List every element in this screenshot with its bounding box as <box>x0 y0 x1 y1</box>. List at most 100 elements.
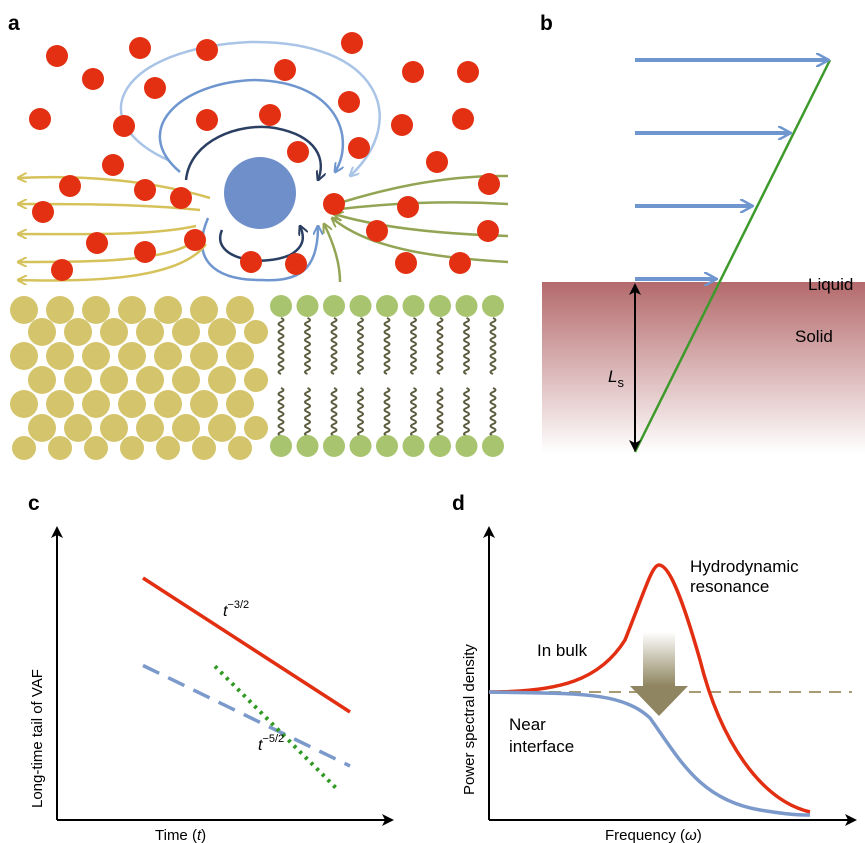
liquid-label: Liquid <box>808 275 853 294</box>
wall-particle <box>228 436 252 460</box>
wall-particle <box>10 342 38 370</box>
liquid-particle <box>29 108 51 130</box>
lipid-tail <box>489 387 497 437</box>
liquid-particle <box>397 196 419 218</box>
lipid-tail <box>304 387 311 437</box>
liquid-particle <box>51 259 73 281</box>
lipid-tail <box>304 317 311 375</box>
d-bulk-curve <box>488 563 811 814</box>
liquid-particle <box>452 108 474 130</box>
wall-particle <box>120 436 144 460</box>
liquid-particle <box>134 241 156 263</box>
flow-arrow-olive-4 <box>332 218 509 264</box>
panel-a: a <box>8 12 509 460</box>
shear-profile-line <box>633 59 832 453</box>
solid-wall-crystal <box>10 296 268 460</box>
c-plot-lines <box>142 576 351 792</box>
wall-particle <box>226 296 254 324</box>
wall-particle <box>136 366 164 394</box>
liquid-particles <box>29 32 500 281</box>
liquid-particle <box>391 114 413 136</box>
lipid-head <box>270 295 292 317</box>
c-line-t-3-2 <box>142 576 351 714</box>
c-x-axis-label: Time (t) <box>155 827 206 843</box>
liquid-particle <box>102 154 124 176</box>
c-annotation-bottom: t−5/2 <box>258 733 284 754</box>
wall-particle <box>100 414 128 442</box>
liquid-particle <box>134 179 156 201</box>
d-resonance-label-1: Hydrodynamic <box>690 557 799 576</box>
wall-particle <box>244 320 268 344</box>
liquid-particle <box>46 45 68 67</box>
liquid-particle <box>341 32 363 54</box>
wall-particle <box>208 414 236 442</box>
wall-particle <box>156 436 180 460</box>
lipid-head <box>296 435 319 457</box>
liquid-particle <box>240 251 262 273</box>
wall-particle <box>46 342 74 370</box>
flow-arrow-olive-5 <box>324 224 342 283</box>
lipid-tail <box>410 317 417 375</box>
solid-region <box>542 282 865 454</box>
lipid-tail <box>330 387 338 437</box>
wall-particle <box>244 368 268 392</box>
lipid-tail <box>277 317 285 375</box>
flow-arrow-gold-4 <box>18 239 197 262</box>
flow-arrow-gold-5 <box>18 243 208 281</box>
liquid-particle <box>338 91 360 113</box>
wall-particle <box>28 366 56 394</box>
liquid-particle <box>82 68 104 90</box>
panel-b: b Liquid Solid Ls <box>540 12 865 454</box>
liquid-particle <box>59 175 81 197</box>
lipid-tail <box>357 317 364 375</box>
wall-particle <box>10 296 38 324</box>
lipid-head <box>455 435 478 457</box>
lipid-tail <box>383 317 391 375</box>
slip-length-label: Ls <box>608 367 624 390</box>
lipid-tail <box>277 387 285 437</box>
liquid-particle <box>32 201 54 223</box>
wall-particle <box>118 342 146 370</box>
wall-particle <box>154 390 182 418</box>
panel-c: c Long-time tail of VAF Time (t) t−3/2 t… <box>28 492 394 843</box>
wall-particle <box>64 414 92 442</box>
liquid-particle <box>457 61 479 83</box>
wall-particle <box>46 296 74 324</box>
lipid-head <box>402 295 425 317</box>
d-down-arrow-head <box>630 686 688 716</box>
wall-particle <box>64 318 92 346</box>
lipid-head <box>482 295 504 317</box>
wall-particle <box>82 296 110 324</box>
wall-particle <box>172 366 200 394</box>
wall-particle <box>208 366 236 394</box>
wall-particle <box>190 296 218 324</box>
panel-c-letter: c <box>28 492 40 515</box>
wall-particle <box>192 436 216 460</box>
wall-particle <box>172 318 200 346</box>
tracer-particle <box>224 157 296 229</box>
lipid-head <box>376 295 398 317</box>
lipid-head <box>376 435 398 457</box>
liquid-particle <box>274 59 296 81</box>
wall-particle <box>154 296 182 324</box>
wall-particle <box>10 390 38 418</box>
wall-particle <box>100 366 128 394</box>
lipid-tail <box>436 317 444 375</box>
lipid-tail <box>410 387 417 437</box>
panel-d-letter: d <box>452 492 465 515</box>
d-down-arrow-shaft <box>643 632 675 686</box>
wall-particle <box>154 342 182 370</box>
liquid-particle <box>395 252 417 274</box>
lipid-head <box>296 295 319 317</box>
flow-arrow-inner-bottom <box>218 226 303 262</box>
liquid-particle <box>184 229 206 251</box>
wall-particle <box>226 390 254 418</box>
wall-particle <box>208 318 236 346</box>
wall-particle <box>28 318 56 346</box>
wall-particle <box>226 342 254 370</box>
liquid-particle <box>259 104 281 126</box>
c-line-t-5-2 <box>213 664 340 792</box>
wall-particle <box>118 296 146 324</box>
d-bulk-label: In bulk <box>537 641 588 660</box>
